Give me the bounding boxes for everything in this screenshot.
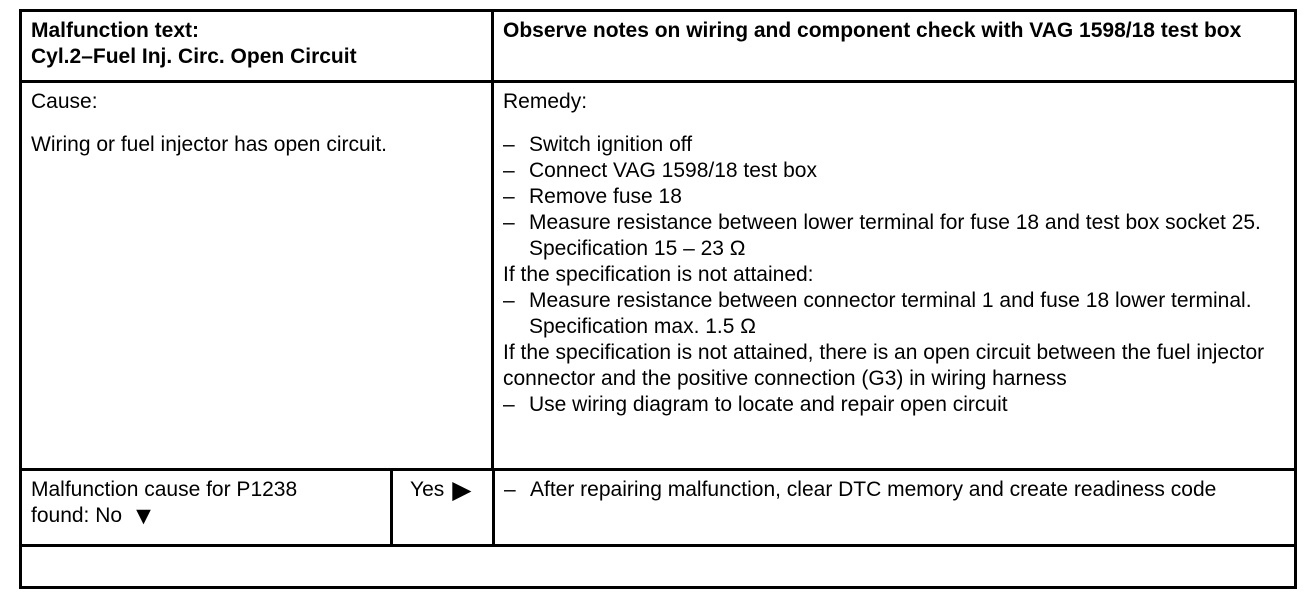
remedy-cell: Remedy: –Switch ignition off –Connect VA… bbox=[494, 83, 1294, 468]
cause-remedy-row: Cause: Wiring or fuel injector has open … bbox=[22, 83, 1294, 471]
action-step-text: After repairing malfunction, clear DTC m… bbox=[530, 478, 1217, 501]
cause-label: Cause: bbox=[31, 90, 98, 113]
empty-row bbox=[22, 547, 1294, 586]
diagnostic-procedure-table: Malfunction text: Cyl.2–Fuel Inj. Circ. … bbox=[19, 9, 1297, 589]
dash-bullet: – bbox=[503, 211, 515, 234]
dash-bullet: – bbox=[504, 478, 516, 501]
dash-bullet: – bbox=[503, 159, 515, 182]
decision-action-cell: –After repairing malfunction, clear DTC … bbox=[495, 471, 1294, 544]
remedy-step: –Switch ignition off bbox=[503, 132, 1284, 158]
remedy-step-text: Measure resistance between connector ter… bbox=[529, 289, 1264, 338]
header-row: Malfunction text: Cyl.2–Fuel Inj. Circ. … bbox=[22, 12, 1294, 83]
remedy-step-text: Switch ignition off bbox=[529, 133, 693, 156]
decision-yes-cell: Yes ▶ bbox=[393, 471, 495, 544]
remedy-condition-text: If the specification is not attained, th… bbox=[503, 341, 1270, 390]
decision-question-line2: found: No ▼ bbox=[31, 503, 380, 529]
remedy-step: –Connect VAG 1598/18 test box bbox=[503, 158, 1284, 184]
decision-question-line1: Malfunction cause for P1238 bbox=[31, 478, 298, 501]
dash-bullet: – bbox=[503, 185, 515, 208]
remedy-condition: If the specification is not attained, th… bbox=[503, 340, 1284, 392]
remedy-label: Remedy: bbox=[503, 90, 588, 113]
dash-bullet: – bbox=[503, 289, 515, 312]
malfunction-text-label: Malfunction text: bbox=[31, 19, 199, 42]
remedy-condition-text: If the specification is not attained: bbox=[503, 263, 814, 286]
decision-row: Malfunction cause for P1238 found: No ▼ Y… bbox=[22, 471, 1294, 547]
dash-bullet: – bbox=[503, 393, 515, 416]
remedy-step-text: Connect VAG 1598/18 test box bbox=[529, 159, 817, 182]
decision-question-cell: Malfunction cause for P1238 found: No ▼ bbox=[22, 471, 393, 544]
remedy-step-text: Use wiring diagram to locate and repair … bbox=[529, 393, 1008, 416]
cause-text: Wiring or fuel injector has open circuit… bbox=[31, 133, 387, 156]
dash-bullet: – bbox=[503, 133, 515, 156]
yes-label: Yes bbox=[410, 478, 445, 501]
malfunction-text-cell: Malfunction text: Cyl.2–Fuel Inj. Circ. … bbox=[22, 12, 494, 80]
down-triangle-icon: ▼ bbox=[131, 502, 156, 530]
remedy-step-text: Remove fuse 18 bbox=[529, 185, 682, 208]
remedy-step: –Use wiring diagram to locate and repair… bbox=[503, 392, 1284, 418]
note-cell: Observe notes on wiring and component ch… bbox=[494, 12, 1294, 80]
remedy-step-text: Measure resistance between lower termina… bbox=[529, 211, 1273, 260]
remedy-step: –Remove fuse 18 bbox=[503, 184, 1284, 210]
action-step: –After repairing malfunction, clear DTC … bbox=[504, 477, 1284, 503]
remedy-condition: If the specification is not attained: bbox=[503, 262, 1284, 288]
right-triangle-icon: ▶ bbox=[452, 476, 472, 504]
remedy-steps: –Switch ignition off –Connect VAG 1598/1… bbox=[503, 132, 1284, 418]
cause-cell: Cause: Wiring or fuel injector has open … bbox=[22, 83, 494, 468]
decision-no-text: found: No bbox=[31, 504, 123, 527]
malfunction-code: Cyl.2–Fuel Inj. Circ. Open Circuit bbox=[31, 45, 357, 68]
remedy-step: –Measure resistance between connector te… bbox=[503, 288, 1284, 340]
remedy-step: –Measure resistance between lower termin… bbox=[503, 210, 1284, 262]
note-text: Observe notes on wiring and component ch… bbox=[503, 19, 1242, 42]
